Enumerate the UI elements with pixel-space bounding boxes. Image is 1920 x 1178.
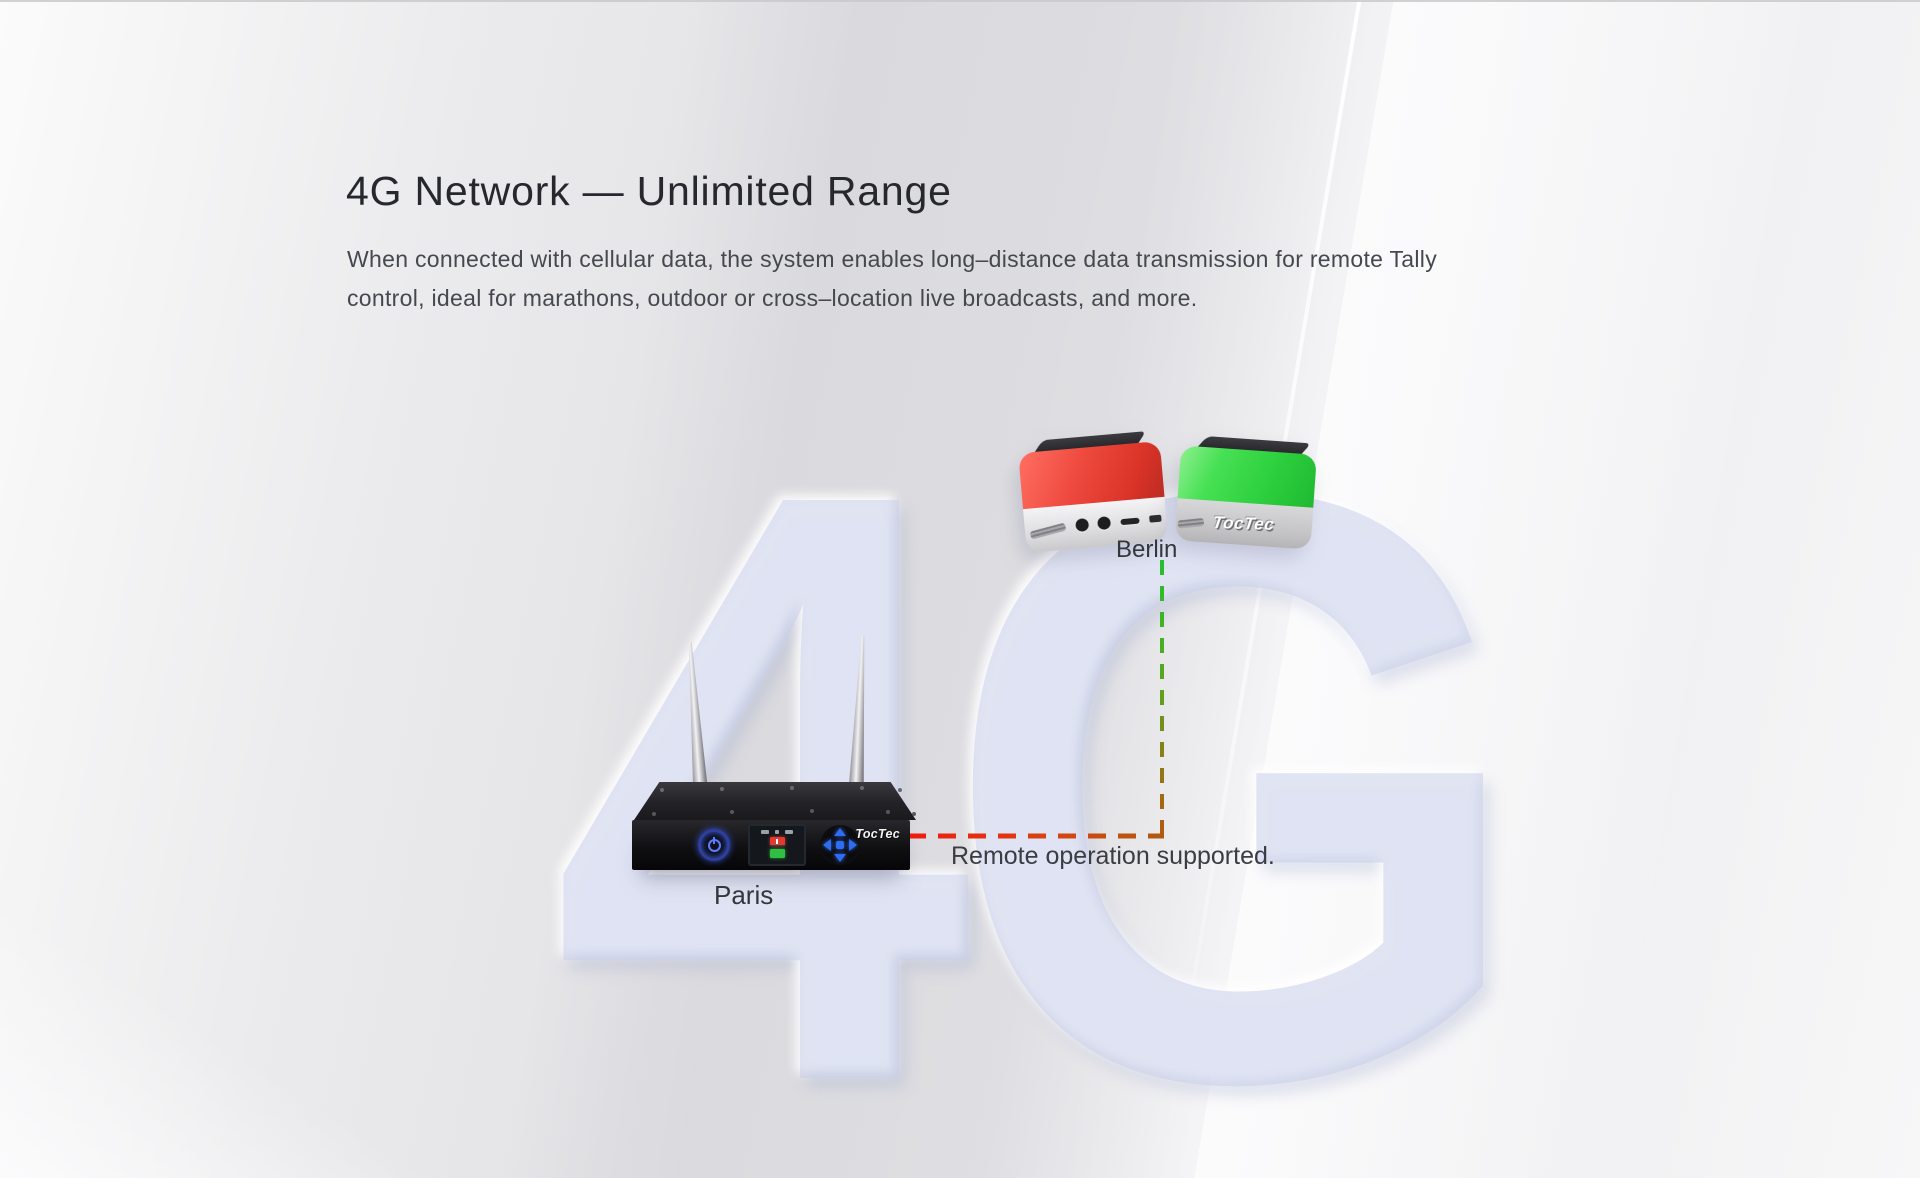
power-icon bbox=[707, 836, 721, 852]
device-top-panel bbox=[634, 782, 916, 820]
micro-usb-port-icon bbox=[1149, 514, 1162, 523]
description-line-2: control, ideal for marathons, outdoor or… bbox=[347, 285, 1198, 311]
audio-port-icon bbox=[1097, 516, 1112, 531]
tally-light-green: TocTec bbox=[1174, 436, 1318, 550]
camera-icon bbox=[761, 830, 769, 834]
description-line-1: When connected with cellular data, the s… bbox=[347, 246, 1438, 272]
arrow-down-icon bbox=[834, 854, 846, 862]
dpad-control-icon bbox=[820, 825, 860, 865]
tally-ports bbox=[1075, 512, 1162, 533]
base-station-device: TocTec bbox=[630, 632, 922, 888]
arrow-up-icon bbox=[834, 828, 846, 836]
program-tally-indicator bbox=[769, 837, 785, 846]
power-button-icon bbox=[698, 829, 730, 861]
menu-icon bbox=[785, 830, 793, 834]
screw-icons bbox=[660, 788, 664, 792]
brand-logo: TocTec bbox=[1211, 513, 1277, 535]
antenna-icon bbox=[683, 642, 709, 795]
signal-icon bbox=[775, 830, 779, 834]
brand-logo: TocTec bbox=[855, 827, 900, 841]
page-title: 4G Network — Unlimited Range bbox=[346, 168, 952, 214]
usb-c-port-icon bbox=[1119, 515, 1141, 526]
preview-tally-indicator bbox=[769, 849, 785, 858]
status-screen bbox=[748, 824, 806, 866]
dpad-center-icon bbox=[836, 841, 844, 849]
antenna-icon bbox=[849, 636, 871, 789]
tally-body: TocTec bbox=[1174, 445, 1317, 550]
node-label-berlin: Berlin bbox=[1116, 536, 1178, 563]
section-description: When connected with cellular data, the s… bbox=[347, 240, 1437, 318]
screen-status-icons bbox=[750, 830, 804, 834]
audio-port-icon bbox=[1075, 517, 1090, 533]
tally-green-lamp bbox=[1177, 445, 1317, 508]
arrow-left-icon bbox=[823, 839, 831, 851]
node-label-paris: Paris bbox=[714, 880, 774, 910]
device-front-panel: TocTec bbox=[632, 820, 910, 870]
arrow-right-icon bbox=[849, 839, 857, 851]
top-border-line bbox=[0, 0, 1920, 2]
background-swoosh bbox=[0, 900, 521, 1178]
link-caption: Remote operation supported. bbox=[951, 842, 1275, 870]
